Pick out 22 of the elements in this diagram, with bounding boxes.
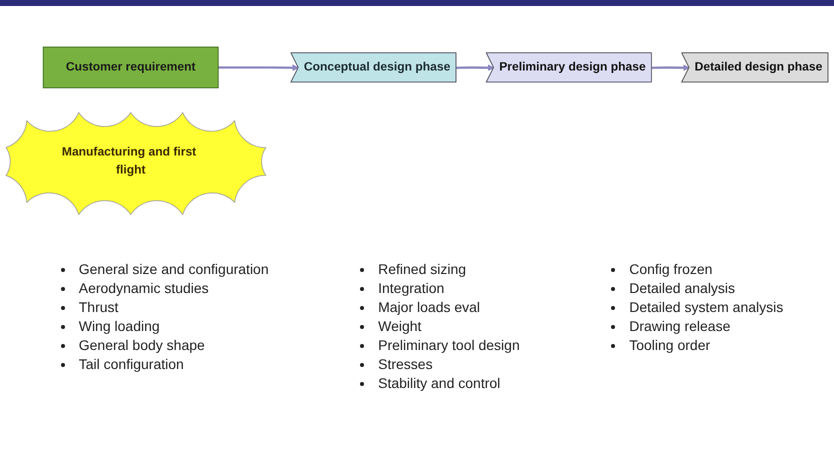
- bullet-item: Wing loading: [78, 317, 160, 336]
- bullet-item: Config frozen: [629, 260, 712, 279]
- bullet-item: Integration: [378, 279, 444, 298]
- bullet-item: Stability and control: [378, 374, 500, 393]
- bullet-item: Tooling order: [629, 336, 710, 355]
- bullet-item: Thrust: [78, 298, 118, 317]
- bullet-item: Preliminary tool design: [378, 336, 520, 355]
- bullet-item: Major loads eval: [378, 298, 480, 317]
- bullet-item: Detailed system analysis: [629, 298, 784, 317]
- arrow: [456, 64, 494, 72]
- bullet-item: Tail configuration: [78, 355, 184, 374]
- arrow: [218, 64, 299, 72]
- bullet-item: Weight: [378, 317, 422, 336]
- bullet-item: General size and configuration: [78, 260, 269, 279]
- bullet-item: Stresses: [378, 355, 433, 374]
- arrow: [652, 64, 690, 72]
- bullet-item: Drawing release: [629, 317, 730, 336]
- bullet-item: General body shape: [78, 336, 205, 355]
- bullet-item: Refined sizing: [378, 260, 466, 279]
- node-box: Customer requirement: [42, 46, 219, 88]
- bullet-item: Aerodynamic studies: [78, 279, 209, 298]
- bullet-item: Detailed analysis: [629, 279, 736, 298]
